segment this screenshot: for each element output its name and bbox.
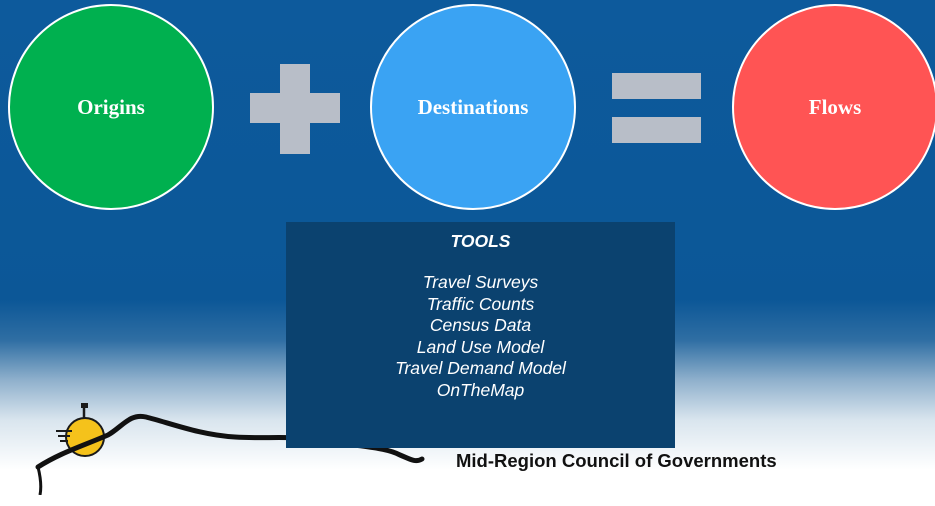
destinations-label: Destinations [417,94,529,119]
tool-item-census-data: Census Data [429,315,532,335]
equals-bottom-bar [612,117,701,143]
origins-label: Origins [77,94,145,119]
organization-name: Mid-Region Council of Governments [456,450,777,471]
tool-item-land-use-model: Land Use Model [416,336,545,357]
plus-horizontal-bar [250,93,340,123]
equals-top-bar [612,73,701,99]
tool-item-traffic-counts: Traffic Counts [426,293,535,314]
tool-item-onthemap: OnTheMap [436,379,525,400]
mountain-ridge [35,413,425,470]
flows-circle: Flows [732,4,935,210]
tools-title: TOOLS [450,231,511,251]
tool-item-travel-surveys: Travel Surveys [422,272,539,292]
destinations-circle: Destinations [370,4,576,210]
origins-circle: Origins [8,4,214,210]
tool-item-travel-demand-model: Travel Demand Model [395,358,566,378]
flows-label: Flows [808,94,862,119]
tools-panel: TOOLS Travel Surveys Traffic Counts Cens… [286,222,675,448]
mrcog-logo [35,403,425,495]
